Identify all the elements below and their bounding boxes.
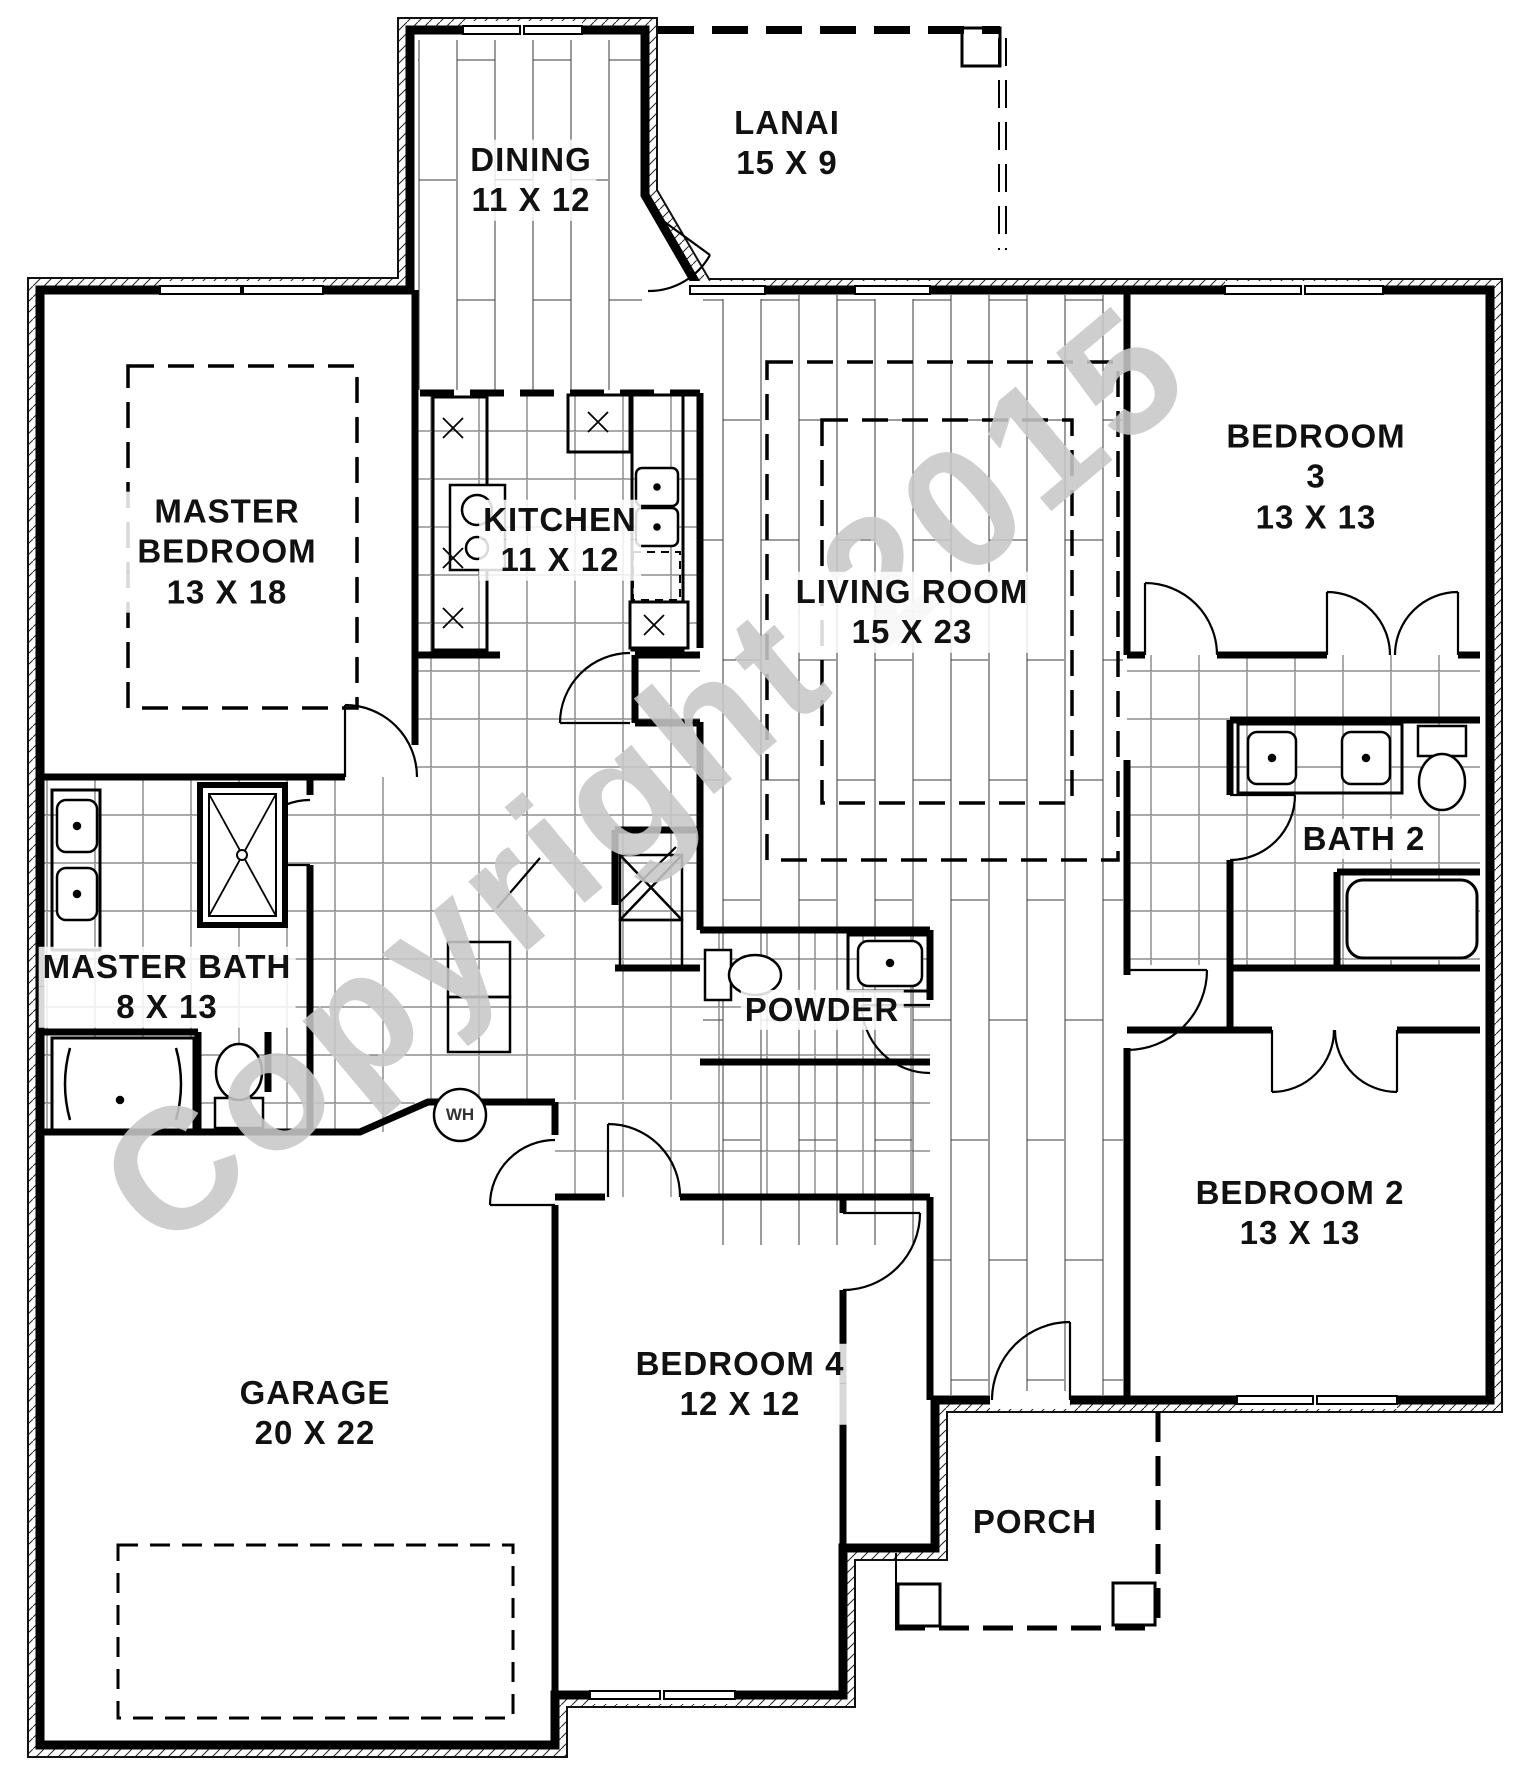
garage-door-clearance xyxy=(116,1543,515,1720)
room-label-master-bath: MASTER BATH 8 X 13 xyxy=(38,946,296,1028)
washer-dryer-icon xyxy=(618,853,684,968)
porch-column xyxy=(896,1582,942,1628)
water-heater-icon xyxy=(432,1087,488,1143)
bedroom4-closet-door xyxy=(842,1211,922,1292)
living-tray-ceiling-inner xyxy=(820,418,1074,805)
bedroom3-door xyxy=(1143,581,1219,656)
room-label-porch: PORCH xyxy=(968,1501,1102,1543)
lanai-door xyxy=(647,214,711,293)
master-tub-icon xyxy=(50,1036,196,1132)
room-label-bedroom2: BEDROOM 2 13 X 13 xyxy=(1191,1172,1409,1254)
mud-hall-tile-floor xyxy=(415,655,700,1100)
master-vanity-icon xyxy=(50,788,102,952)
water-heater-label: WH xyxy=(445,1105,475,1124)
cabinet-marks xyxy=(442,411,665,636)
room-label-garage: GARAGE 20 X 22 xyxy=(235,1372,395,1454)
interior-walls xyxy=(40,290,1480,1695)
refrigerator-icon xyxy=(628,600,690,650)
bedroom2-door xyxy=(1126,968,1209,1052)
hall-closet-door xyxy=(496,857,541,909)
pantry-door xyxy=(558,651,631,725)
windows xyxy=(159,21,1398,1704)
doors xyxy=(243,214,1460,1401)
lanai-side-edge xyxy=(998,38,1007,250)
window xyxy=(689,285,766,295)
window xyxy=(462,25,521,35)
dishwasher-icon xyxy=(632,551,681,601)
bath2-door xyxy=(1229,793,1297,862)
powder-toilet-icon xyxy=(703,948,783,1002)
hall-cabinet-icon xyxy=(446,940,512,1054)
porch-columns xyxy=(896,1581,1157,1628)
porch-open-edge xyxy=(895,1412,1161,1631)
window xyxy=(589,1690,661,1700)
window xyxy=(242,285,324,295)
kitchen-sink-icon xyxy=(634,466,680,548)
floor-patterns xyxy=(40,40,1480,1395)
bath2-toilet-icon xyxy=(1416,724,1468,812)
lanai-column xyxy=(960,26,1002,68)
window xyxy=(523,25,583,35)
fixtures xyxy=(50,393,1479,1628)
window xyxy=(1304,285,1384,295)
entry-plank-floor xyxy=(930,1245,1123,1395)
bedroom4-door xyxy=(606,1122,682,1198)
window xyxy=(1316,1395,1398,1405)
master-bedroom-door xyxy=(343,703,419,778)
window xyxy=(854,285,931,295)
room-label-bedroom4: BEDROOM 4 12 X 12 xyxy=(631,1343,849,1425)
room-label-bath2: BATH 2 xyxy=(1298,818,1430,860)
master-toilet-icon xyxy=(213,1042,265,1130)
front-door xyxy=(990,1320,1072,1401)
powder-sink-icon xyxy=(846,933,934,993)
room-label-master-bedroom: MASTER BEDROOM 13 X 18 xyxy=(102,491,352,613)
shower-icon xyxy=(197,782,288,928)
living-tray-ceiling-outer xyxy=(765,360,1120,862)
garage-door-swing xyxy=(488,1138,556,1207)
window xyxy=(663,1690,736,1700)
porch-column xyxy=(1111,1581,1157,1627)
room-label-powder: POWDER xyxy=(740,989,904,1031)
window xyxy=(1224,285,1302,295)
bath2-vanity-icon xyxy=(1236,722,1404,795)
bedroom3-closet-doors xyxy=(1325,590,1460,656)
room-label-dining: DINING 11 X 12 xyxy=(466,139,596,221)
bath2-tub-icon xyxy=(1345,878,1479,960)
dashed-features xyxy=(116,26,1161,1720)
window xyxy=(159,285,242,295)
bedroom2-closet-doors xyxy=(1270,1029,1399,1094)
room-label-lanai: LANAI 15 X 9 xyxy=(730,102,844,184)
room-label-kitchen: KITCHEN 11 X 12 xyxy=(479,499,641,581)
window xyxy=(1236,1395,1314,1405)
room-label-living-room: LIVING ROOM 15 X 23 xyxy=(791,571,1033,653)
room-label-bedroom3: BEDROOM 3 13 X 13 xyxy=(1208,416,1424,538)
